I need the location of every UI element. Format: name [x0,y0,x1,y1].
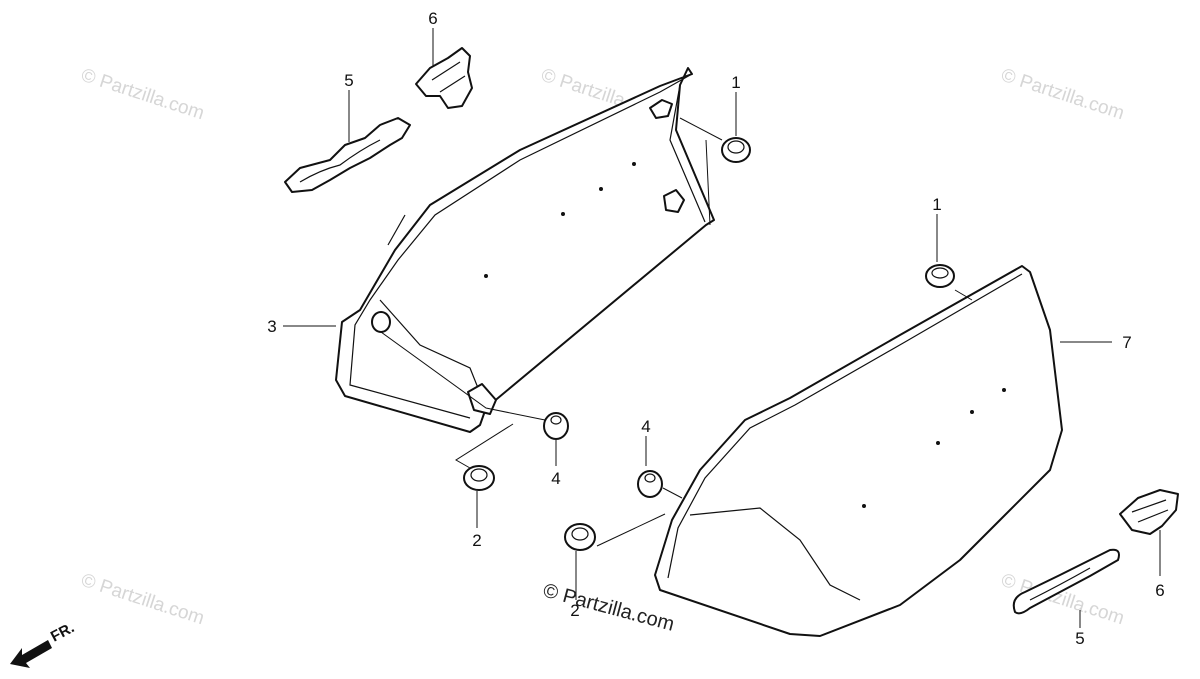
leader-lines [283,28,1161,628]
callout-5-right: 5 [1075,629,1084,648]
callout-7: 7 [1122,333,1131,352]
watermark-bottom-left: © Partzilla.com [78,570,206,630]
callout-1-upper: 1 [731,73,740,92]
badge-part-6-left [415,47,473,109]
left-side-cover [335,67,715,433]
watermark-top-right: © Partzilla.com [998,65,1126,125]
callout-6-right: 6 [1155,581,1164,600]
callout-2-right: 2 [570,601,579,620]
grommet-part-2-right [564,523,596,551]
badge-part-6-right [1119,489,1179,535]
emblem-part-5-left [284,117,411,193]
callout-5-left: 5 [344,71,353,90]
front-label: FR. [48,619,77,645]
collar-part-4-right [637,470,663,498]
grommet-part-2-left [463,465,495,491]
emblem-part-5-right [1012,548,1120,615]
watermark-main: © Partzilla.com [541,580,677,636]
callout-1-right: 1 [932,195,941,214]
front-arrow-icon [10,640,52,668]
watermark-top-left: © Partzilla.com [78,65,206,125]
callout-6-left: 6 [428,9,437,28]
callout-4-left: 4 [551,469,560,488]
callout-2-left: 2 [472,531,481,550]
grommet-part-1-right [925,264,955,288]
callout-4-right: 4 [641,417,650,436]
callout-3: 3 [267,317,276,336]
collar-part-4-left [543,412,569,440]
front-direction-indicator: FR. [10,619,77,668]
callout-labels: 6 5 1 1 3 7 4 4 2 2 5 6 [267,9,1164,648]
grommet-part-1-upper [721,137,751,163]
right-side-cover [654,265,1063,637]
